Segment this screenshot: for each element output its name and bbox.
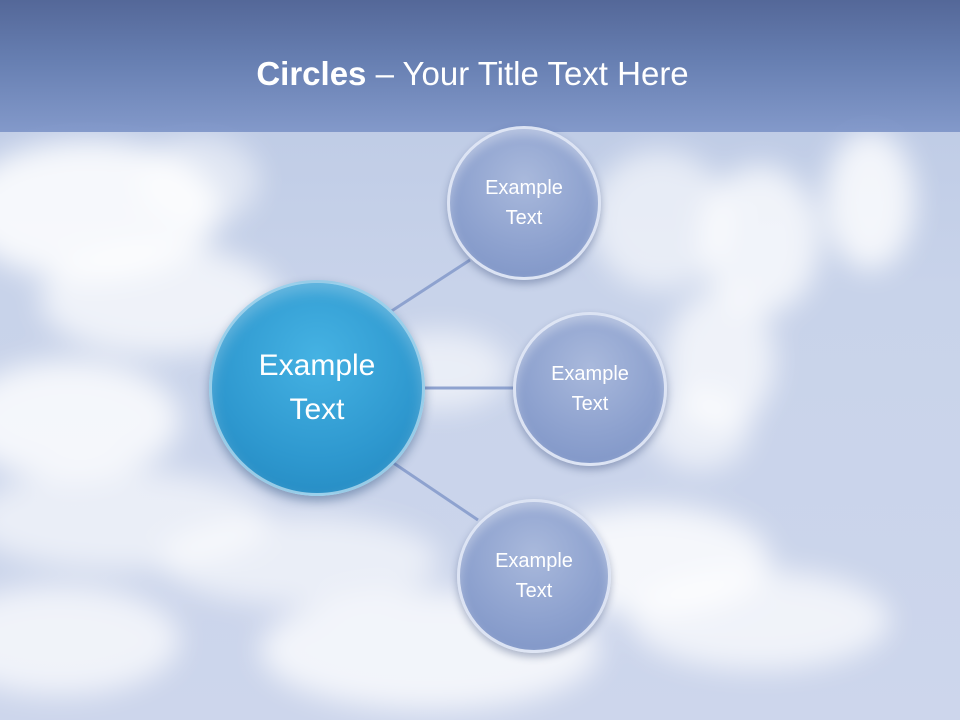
- node-circle-label: Example Text: [551, 363, 629, 415]
- connector-line-bottom: [391, 460, 479, 522]
- title-band: [0, 0, 960, 132]
- title-rest-part: – Your Title Text Here: [366, 55, 689, 92]
- slide-title: Circles – Your Title Text Here: [0, 52, 945, 96]
- node-circle-bottom: Example Text: [457, 499, 611, 653]
- node-circle-top: Example Text: [447, 126, 601, 280]
- center-circle: Example Text: [209, 280, 425, 496]
- center-circle-label: Example Text: [258, 349, 376, 426]
- node-circle-label: Example Text: [485, 177, 563, 229]
- title-bold-part: Circles: [256, 55, 367, 92]
- connector-line-top: [389, 258, 471, 314]
- node-circle-label: Example Text: [495, 550, 573, 602]
- node-circle-middle: Example Text: [513, 312, 667, 466]
